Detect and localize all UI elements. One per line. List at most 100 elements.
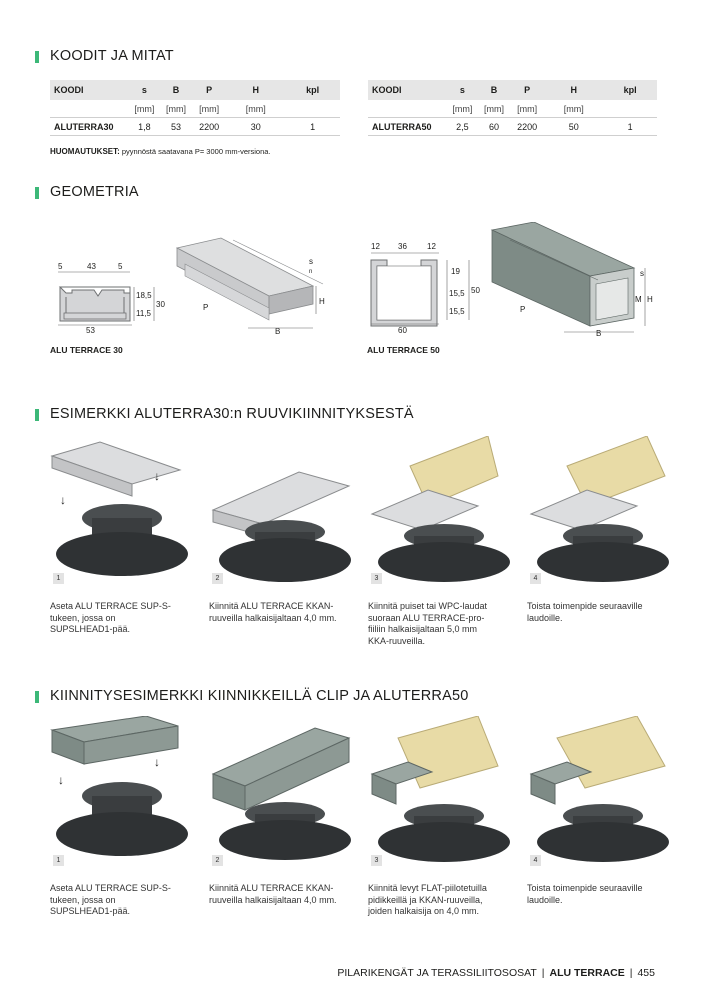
dim-label: B [275, 327, 280, 336]
step-number: 2 [212, 855, 223, 866]
step-description: Aseta ALU TERRACE SUP-S-tukeen, jossa on… [50, 601, 171, 634]
col-header: s [128, 80, 161, 100]
table-cell: 2200 [191, 117, 227, 136]
spec-table-aluterra50: KOODI s B P H kpl [mm] [mm] [mm] [mm] AL… [368, 80, 657, 136]
dim-label: 43 [87, 262, 96, 271]
step-illustration [529, 716, 669, 862]
arrow-down-icon: ↓ [60, 493, 66, 507]
unit-cell: [mm] [134, 103, 155, 114]
step-illustration [370, 436, 510, 582]
col-header: KOODI [368, 80, 447, 100]
unit-cell [368, 100, 447, 118]
step-illustration: ↓ ↓ [50, 716, 188, 856]
step-number: 3 [371, 855, 382, 866]
notes: HUOMAUTUKSET: pyynnöstä saatavana P= 300… [50, 147, 271, 156]
unit-cell: [mm] [199, 103, 220, 114]
code-cell: ALUTERRA50 [368, 117, 447, 136]
step-description: Kiinnitä levyt FLAT-piilotetuilla pidikk… [368, 883, 487, 916]
step-number: 1 [53, 573, 64, 584]
dim-label: B [596, 329, 601, 338]
col-header: P [191, 80, 227, 100]
code-cell: ALUTERRA30 [50, 117, 129, 136]
dim-label: 60 [398, 326, 407, 335]
profile30-isometric: s n H P B [175, 237, 325, 336]
profile50-isometric: s M H P B [490, 222, 653, 338]
step-illustration: ↓ ↓ [50, 441, 188, 576]
profile50-cross-section: 12 36 12 60 19 15,5 15,5 50 [370, 242, 480, 335]
dim-label: s [309, 257, 313, 266]
arrow-down-icon: ↓ [154, 755, 160, 769]
col-header: KOODI [50, 80, 129, 100]
step-number: 2 [212, 573, 223, 584]
step-description: Toista toimenpide seuraaville laudoille. [527, 883, 643, 905]
step-illustration [370, 716, 510, 862]
unit-cell [603, 100, 657, 118]
dim-label: s [640, 269, 644, 278]
unit-cell: [mm] [245, 103, 266, 114]
footer-section-label: PILARIKENGÄT JA TERASSILIITOSOSAT [337, 967, 537, 979]
spec-table-aluterra30: KOODI s B P H kpl [mm] [mm] [mm] [mm] AL… [50, 80, 340, 136]
dim-label: 11,5 [136, 309, 152, 318]
dim-label: 15,5 [449, 307, 465, 316]
step-description: Toista toimenpide seuraaville laudoille. [527, 601, 643, 623]
table-cell: 1 [603, 117, 657, 136]
step-number: 1 [53, 855, 64, 866]
step-illustration [211, 471, 351, 582]
col-header: B [160, 80, 192, 100]
footer-brand: ALU TERRACE [549, 967, 625, 979]
dim-label: 36 [398, 242, 407, 251]
dim-label: 30 [156, 300, 165, 309]
table-cell: 60 [478, 117, 510, 136]
notes-text: pyynnöstä saatavana P= 3000 mm-versiona. [121, 147, 271, 156]
step-description: Kiinnitä ALU TERRACE KKAN-ruuveilla halk… [209, 883, 337, 905]
section-marker [35, 691, 39, 703]
dim-label: 50 [471, 286, 480, 295]
dim-label: P [203, 303, 208, 312]
step-number: 4 [530, 855, 541, 866]
dim-label: 53 [86, 326, 95, 335]
step-number: 4 [530, 573, 541, 584]
col-header: P [509, 80, 545, 100]
dim-label: n [309, 269, 312, 275]
step-description: Kiinnitä puiset tai WPC-laudat suoraan A… [368, 601, 488, 646]
unit-cell [50, 100, 129, 118]
dim-label: 19 [451, 267, 460, 276]
table-row: ALUTERRA30 1,8 53 2200 30 1 [50, 117, 340, 136]
unit-cell: [mm] [517, 103, 538, 114]
table-row: ALUTERRA50 2,5 60 2200 50 1 [368, 117, 657, 136]
section-marker [35, 187, 39, 199]
step-illustration [211, 727, 351, 860]
dim-label: H [647, 295, 653, 304]
col-header: H [226, 80, 286, 100]
table-cell: 1,8 [128, 117, 161, 136]
col-header: s [446, 80, 479, 100]
step-description: Kiinnitä ALU TERRACE KKAN-ruuveilla halk… [209, 601, 337, 623]
dim-label: P [520, 305, 525, 314]
table-cell: 50 [544, 117, 604, 136]
dim-label: 5 [118, 262, 123, 271]
unit-cell: [mm] [166, 103, 186, 114]
col-header: H [544, 80, 604, 100]
dim-label: 12 [371, 242, 380, 251]
page-footer: PILARIKENGÄT JA TERASSILIITOSOSAT|ALU TE… [337, 967, 655, 979]
unit-cell: [mm] [483, 103, 504, 114]
arrow-down-icon: ↓ [58, 773, 64, 787]
dim-label: M [635, 295, 642, 304]
dim-label: 15,5 [449, 289, 465, 298]
notes-label: HUOMAUTUKSET: [50, 147, 120, 156]
step-number: 3 [371, 573, 382, 584]
table-cell: 1 [285, 117, 340, 136]
caption-alu-terrace-30: ALU TERRACE 30 [50, 345, 123, 355]
unit-cell [285, 100, 340, 118]
profile30-cross-section: 5 43 5 53 18,5 11,5 30 [58, 262, 165, 335]
step-description: Aseta ALU TERRACE SUP-S-tukeen, jossa on… [50, 883, 171, 916]
section-marker [35, 409, 39, 421]
table-cell: 2,5 [446, 117, 479, 136]
table-cell: 2200 [509, 117, 545, 136]
step-illustration [529, 436, 669, 582]
page-number: 455 [637, 967, 655, 979]
table-cell: 30 [226, 117, 286, 136]
col-header: B [478, 80, 510, 100]
unit-cell: [mm] [452, 103, 473, 114]
caption-alu-terrace-50: ALU TERRACE 50 [367, 345, 440, 355]
